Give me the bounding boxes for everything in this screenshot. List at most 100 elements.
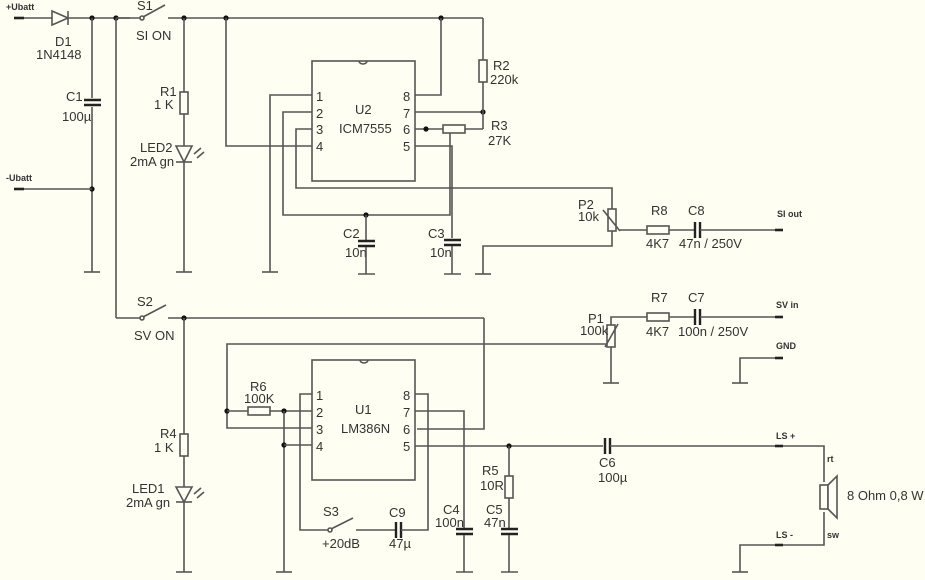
speaker-rt-label: rt: [827, 454, 834, 464]
svg-text:P1: P1: [588, 311, 604, 326]
ubatt-plus-terminal: +Ubatt: [6, 2, 34, 20]
svg-text:R8: R8: [651, 203, 668, 218]
svg-text:8: 8: [403, 388, 410, 403]
svg-text:100n: 100n: [435, 515, 464, 530]
svg-text:C2: C2: [343, 226, 360, 241]
svg-text:8: 8: [403, 89, 410, 104]
led-LED1: LED1 2mA gn: [126, 481, 205, 510]
svg-text:R1: R1: [160, 84, 177, 99]
diode-D1: D1 1N4148: [36, 9, 82, 62]
svg-text:C8: C8: [688, 203, 705, 218]
wire: [783, 445, 825, 482]
svg-text:SI ON: SI ON: [136, 28, 171, 43]
svg-text:10n: 10n: [345, 245, 367, 260]
svg-text:100µ: 100µ: [62, 109, 92, 124]
svg-text:1: 1: [316, 388, 323, 403]
capacitor-C3: C3 10n: [428, 226, 461, 260]
resistor-R8: R8 4K7: [646, 203, 670, 251]
svg-text:2: 2: [316, 106, 323, 121]
svg-text:R3: R3: [491, 118, 508, 133]
svg-text:1: 1: [316, 89, 323, 104]
resistor-R5: R5 10R: [480, 463, 514, 499]
wire: [269, 94, 312, 272]
capacitor-C8: C8 47n / 250V: [679, 203, 742, 251]
capacitor-C6: C6 100µ: [598, 438, 628, 485]
svg-text:LS -: LS -: [776, 530, 793, 540]
svg-text:10k: 10k: [578, 209, 599, 224]
wire: [739, 357, 775, 383]
svg-text:S1: S1: [137, 0, 153, 13]
ls-plus-terminal: LS +: [775, 431, 795, 448]
svg-text:1N4148: 1N4148: [36, 47, 82, 62]
svg-text:1 K: 1 K: [154, 440, 174, 455]
svg-text:2mA gn: 2mA gn: [126, 495, 170, 510]
resistor-R6: R6 100K: [244, 379, 275, 416]
speaker-sw-label: sw: [827, 530, 840, 540]
capacitor-C1: C1 100µ: [62, 89, 101, 124]
wire: [282, 111, 451, 216]
resistor-R3: R3 27K: [442, 118, 511, 148]
resistor-R7: R7 4K7: [646, 290, 670, 339]
svg-text:6: 6: [403, 422, 410, 437]
capacitor-C2: C2 10n: [343, 226, 375, 260]
svg-text:C9: C9: [389, 505, 406, 520]
svg-text:U1: U1: [355, 402, 372, 417]
svg-text:R4: R4: [160, 426, 177, 441]
svg-text:U2: U2: [355, 102, 372, 117]
svg-text:SI out: SI out: [777, 209, 802, 219]
svg-text:C4: C4: [443, 502, 460, 517]
wire: [739, 544, 775, 572]
switch-S2: S2 SV ON: [116, 294, 174, 343]
svg-text:47µ: 47µ: [389, 536, 411, 551]
wire: [783, 512, 825, 546]
svg-text:7: 7: [403, 106, 410, 121]
wire: [610, 316, 647, 325]
svg-text:S3: S3: [323, 504, 339, 519]
svg-text:C7: C7: [688, 290, 705, 305]
ls-minus-terminal: LS -: [775, 530, 793, 547]
svg-text:10n: 10n: [430, 245, 452, 260]
switch-S1: S1 SI ON: [116, 0, 171, 43]
svg-text:GND: GND: [776, 341, 797, 351]
ic-U1: U1 LM386N 1 2 3 4 8 7 6 5: [311, 359, 416, 481]
svg-text:3: 3: [316, 122, 323, 137]
svg-text:6: 6: [403, 122, 410, 137]
svg-text:LS +: LS +: [776, 431, 795, 441]
svg-text:C5: C5: [486, 502, 503, 517]
svg-text:220k: 220k: [490, 72, 519, 87]
wire: [401, 393, 429, 531]
potentiometer-P1: P1 100k: [580, 311, 619, 348]
svg-text:R6: R6: [250, 379, 267, 394]
svg-text:100k: 100k: [580, 323, 609, 338]
svg-text:5: 5: [403, 139, 410, 154]
resistor-R1: R1 1 K: [154, 84, 189, 115]
wire: [295, 128, 613, 203]
svg-text:SV ON: SV ON: [134, 328, 174, 343]
svg-text:7: 7: [403, 405, 410, 420]
svg-text:4: 4: [316, 139, 323, 154]
svg-text:R2: R2: [493, 58, 510, 73]
svg-text:100µ: 100µ: [598, 470, 628, 485]
svg-text:D1: D1: [55, 34, 72, 49]
wire: [417, 318, 485, 430]
capacitor-C9: C9 47µ: [389, 505, 411, 551]
svg-text:S2: S2: [137, 294, 153, 309]
svg-text:3: 3: [316, 422, 323, 437]
sv-in-terminal: SV in: [775, 300, 799, 319]
svg-text:2: 2: [316, 405, 323, 420]
resistor-R4: R4 1 K: [154, 426, 189, 457]
ic-U2: U2 ICM7555 1 2 3 4 8 7 6 5: [311, 60, 416, 182]
svg-text:P2: P2: [578, 197, 594, 212]
svg-text:SV in: SV in: [776, 300, 799, 310]
svg-text:R5: R5: [482, 463, 499, 478]
svg-text:100n / 250V: 100n / 250V: [678, 324, 748, 339]
svg-text:4: 4: [316, 439, 323, 454]
resistor-R2: R2 220k: [478, 58, 519, 87]
svg-text:-Ubatt: -Ubatt: [6, 173, 32, 183]
svg-text:LED2: LED2: [140, 140, 173, 155]
potentiometer-P2: P2 10k: [578, 197, 621, 232]
wire: [482, 236, 613, 274]
svg-text:LM386N: LM386N: [341, 421, 390, 436]
svg-text:+20dB: +20dB: [322, 536, 360, 551]
